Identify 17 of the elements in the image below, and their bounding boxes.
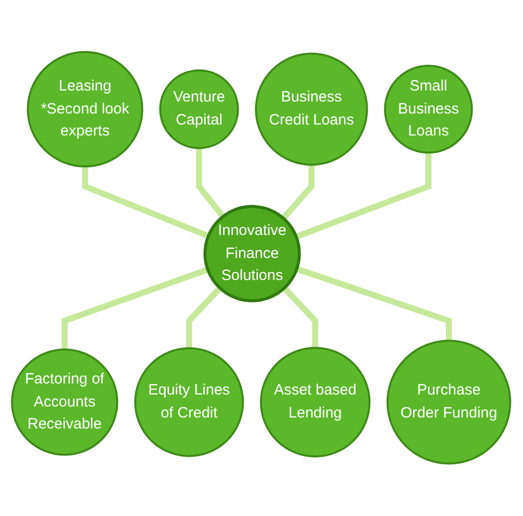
connector bbox=[296, 266, 452, 342]
connector bbox=[196, 148, 226, 219]
node-circle: Venture Capital bbox=[160, 70, 240, 150]
connector bbox=[282, 286, 319, 348]
node-circle: Equity Lines of Credit bbox=[134, 348, 244, 458]
node-circle: Leasing *Second look experts bbox=[27, 51, 144, 168]
node-circle: Purchase Order Funding bbox=[386, 340, 512, 465]
connector bbox=[82, 166, 210, 240]
node-circle: Business Credit Loans bbox=[255, 52, 368, 166]
connector bbox=[62, 266, 210, 350]
node-circle: Asset based Lending bbox=[260, 347, 371, 458]
node-circle: Small Business Loans bbox=[384, 65, 474, 154]
connector bbox=[186, 286, 222, 349]
node-circle: Innovative Finance Solutions bbox=[204, 205, 302, 303]
connector bbox=[282, 164, 315, 220]
node-circle: Factoring of Accounts Receivable bbox=[11, 348, 119, 456]
connector bbox=[296, 152, 432, 240]
